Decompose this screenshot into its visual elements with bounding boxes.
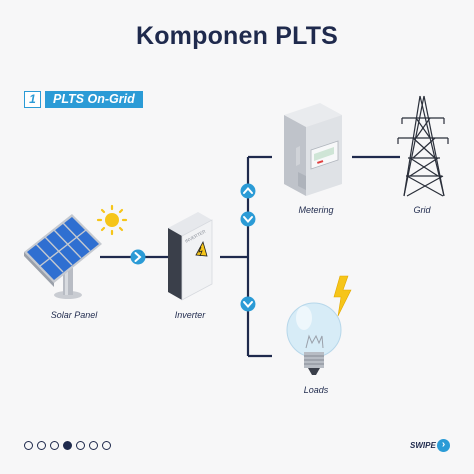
pagination-dot[interactable] <box>63 441 72 450</box>
lightning-icon <box>333 275 352 317</box>
chevron-down-icon <box>240 211 256 227</box>
pagination-dot[interactable] <box>37 441 46 450</box>
swipe-label: SWIPE <box>410 441 436 450</box>
section-label-badge: PLTS On-Grid <box>45 91 143 108</box>
page-title: Komponen PLTS <box>135 22 339 50</box>
pagination-dot[interactable] <box>89 441 98 450</box>
transmission-tower-icon <box>397 95 449 197</box>
chevron-up-icon <box>240 183 256 199</box>
caption-inverter: Inverter <box>174 310 206 320</box>
inverter-icon: INVERTER <box>168 212 213 301</box>
chevron-down-icon <box>240 296 256 312</box>
solar-panel-icon <box>24 214 102 299</box>
swipe-arrow-icon[interactable]: › <box>437 439 450 452</box>
metering-icon <box>284 103 342 196</box>
pagination-dot[interactable] <box>102 441 111 450</box>
lightbulb-icon <box>286 302 342 375</box>
caption-metering: Metering <box>298 205 334 215</box>
caption-grid: Grid <box>413 205 431 215</box>
caption-solar-panel: Solar Panel <box>50 310 98 320</box>
chevron-right-icon <box>130 249 146 265</box>
pagination-dot[interactable] <box>24 441 33 450</box>
pagination-dot[interactable] <box>76 441 85 450</box>
section-number-badge: 1 <box>24 91 41 108</box>
pagination-dots <box>24 441 111 450</box>
caption-loads: Loads <box>303 385 329 395</box>
sun-icon <box>96 204 128 236</box>
pagination-dot[interactable] <box>50 441 59 450</box>
